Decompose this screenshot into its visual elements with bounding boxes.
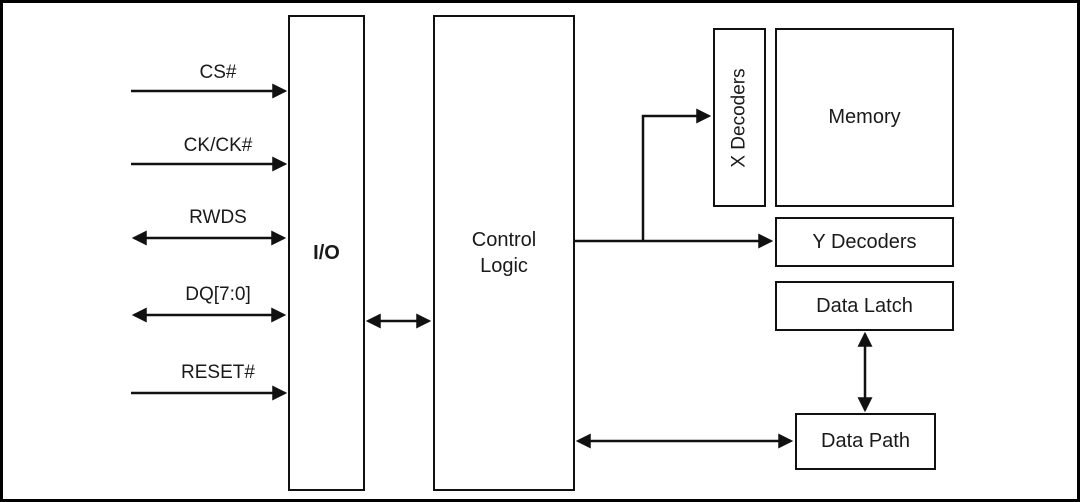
memory-label: Memory [828,106,901,128]
signal-label-ck: CK/CK# [183,135,253,156]
io-block: I/O [288,15,365,491]
signal-label-dq: DQ[7:0] [185,284,251,305]
signal-label-reset: RESET# [181,362,255,383]
memory-block: Memory [775,28,954,207]
control-logic-block: Control Logic [433,15,575,491]
io-block-label: I/O [313,241,340,264]
data-path-block: Data Path [795,413,936,470]
control-xdecoders-arrow [641,108,712,241]
signal-label-rwds: RWDS [189,207,247,228]
y-decoders-block: Y Decoders [775,217,954,267]
data-path-label: Data Path [821,430,910,452]
signal-label-cs: CS# [199,62,237,83]
y-decoders-label: Y Decoders [812,230,917,253]
data-latch-label: Data Latch [816,294,913,317]
wires-layer [131,83,873,449]
control-logic-label: Control Logic [471,229,537,277]
x-decoders-label: X Decoders [728,67,750,168]
data-latch-block: Data Latch [775,281,954,331]
x-decoders-block: X Decoders [713,28,766,207]
